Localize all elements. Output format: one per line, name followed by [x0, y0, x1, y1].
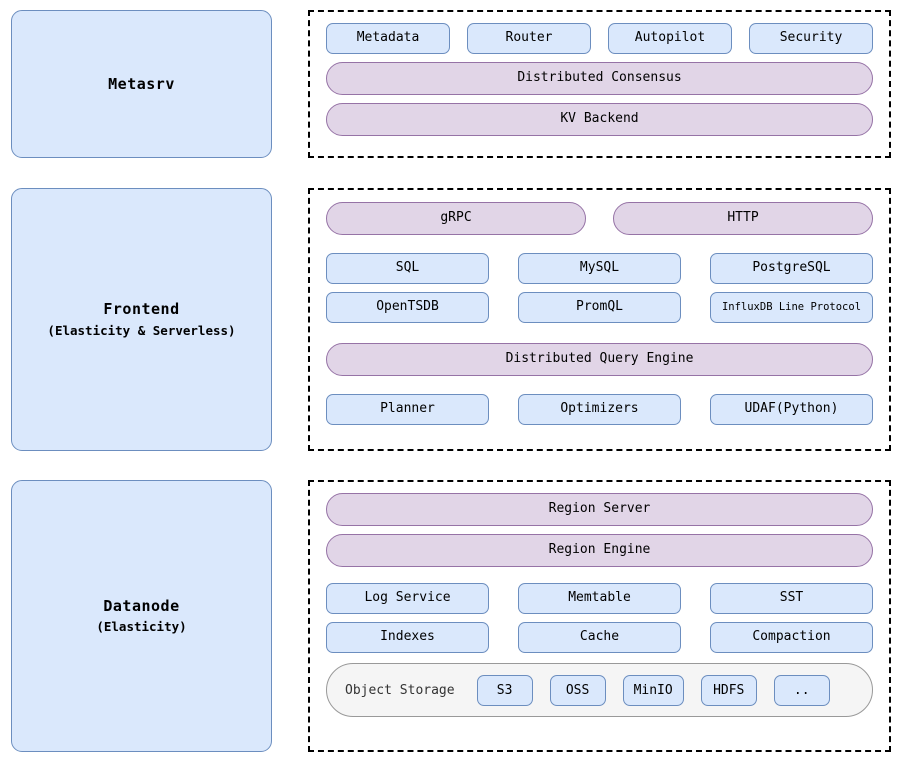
- node-planner[interactable]: Planner: [326, 394, 489, 425]
- node-minio[interactable]: MinIO: [622, 674, 684, 706]
- node-promql[interactable]: PromQL: [518, 292, 681, 323]
- row-metasrv-consensus: Distributed Consensus: [326, 62, 873, 95]
- panel-subtitle-frontend: (Elasticity & Serverless): [47, 322, 236, 338]
- node-hdfs[interactable]: HDFS: [700, 674, 757, 706]
- group-frontend: gRPC HTTP SQL MySQL PostgreSQL OpenTSDB …: [308, 188, 891, 451]
- row-datanode-region-engine: Region Engine: [326, 534, 873, 567]
- node-metadata[interactable]: Metadata: [326, 23, 450, 54]
- node-mysql[interactable]: MySQL: [518, 253, 681, 284]
- row-datanode-storage-1: Log Service Memtable SST: [326, 583, 873, 614]
- node-memtable[interactable]: Memtable: [518, 583, 681, 614]
- row-metasrv-kv: KV Backend: [326, 103, 873, 136]
- node-distributed-consensus[interactable]: Distributed Consensus: [326, 62, 873, 95]
- node-distributed-query-engine[interactable]: Distributed Query Engine: [326, 343, 873, 376]
- node-http[interactable]: HTTP: [613, 202, 873, 235]
- row-frontend-dialects-1: SQL MySQL PostgreSQL: [326, 253, 873, 284]
- row-frontend-engine-parts: Planner Optimizers UDAF(Python): [326, 394, 873, 425]
- node-log-service[interactable]: Log Service: [326, 583, 489, 614]
- node-autopilot[interactable]: Autopilot: [608, 23, 732, 54]
- row-datanode-storage-2: Indexes Cache Compaction: [326, 622, 873, 653]
- row-frontend-protocols: gRPC HTTP: [326, 202, 873, 235]
- node-indexes[interactable]: Indexes: [326, 622, 489, 653]
- node-influxdb-line-protocol[interactable]: InfluxDB Line Protocol: [710, 292, 873, 323]
- row-datanode-region-server: Region Server: [326, 493, 873, 526]
- component-panel-frontend[interactable]: Frontend (Elasticity & Serverless): [11, 188, 272, 451]
- component-panel-datanode[interactable]: Datanode (Elasticity): [11, 480, 272, 752]
- node-optimizers[interactable]: Optimizers: [518, 394, 681, 425]
- node-cache[interactable]: Cache: [518, 622, 681, 653]
- row-frontend-dialects-2: OpenTSDB PromQL InfluxDB Line Protocol: [326, 292, 873, 323]
- object-storage-container: Object Storage S3 OSS MinIO HDFS ..: [326, 663, 873, 717]
- node-oss[interactable]: OSS: [549, 674, 606, 706]
- node-security[interactable]: Security: [749, 23, 873, 54]
- node-sql[interactable]: SQL: [326, 253, 489, 284]
- node-sst[interactable]: SST: [710, 583, 873, 614]
- node-s3[interactable]: S3: [476, 674, 533, 706]
- component-panel-metasrv[interactable]: Metasrv: [11, 10, 272, 158]
- panel-subtitle-datanode: (Elasticity): [96, 619, 187, 635]
- panel-title-frontend: Frontend: [103, 300, 180, 319]
- node-kv-backend[interactable]: KV Backend: [326, 103, 873, 136]
- row-frontend-query-engine: Distributed Query Engine: [326, 343, 873, 376]
- node-router[interactable]: Router: [467, 23, 591, 54]
- group-metasrv: Metadata Router Autopilot Security Distr…: [308, 10, 891, 158]
- object-storage-label: Object Storage: [345, 682, 455, 698]
- panel-title-metasrv: Metasrv: [108, 74, 175, 93]
- node-compaction[interactable]: Compaction: [710, 622, 873, 653]
- node-udaf-python[interactable]: UDAF(Python): [710, 394, 873, 425]
- row-metasrv-services: Metadata Router Autopilot Security: [326, 23, 873, 54]
- node-region-server[interactable]: Region Server: [326, 493, 873, 526]
- node-more-backends[interactable]: ..: [773, 674, 830, 706]
- node-opentsdb[interactable]: OpenTSDB: [326, 292, 489, 323]
- node-grpc[interactable]: gRPC: [326, 202, 586, 235]
- node-region-engine[interactable]: Region Engine: [326, 534, 873, 567]
- panel-title-datanode: Datanode: [103, 596, 180, 615]
- node-postgresql[interactable]: PostgreSQL: [710, 253, 873, 284]
- group-datanode: Region Server Region Engine Log Service …: [308, 480, 891, 752]
